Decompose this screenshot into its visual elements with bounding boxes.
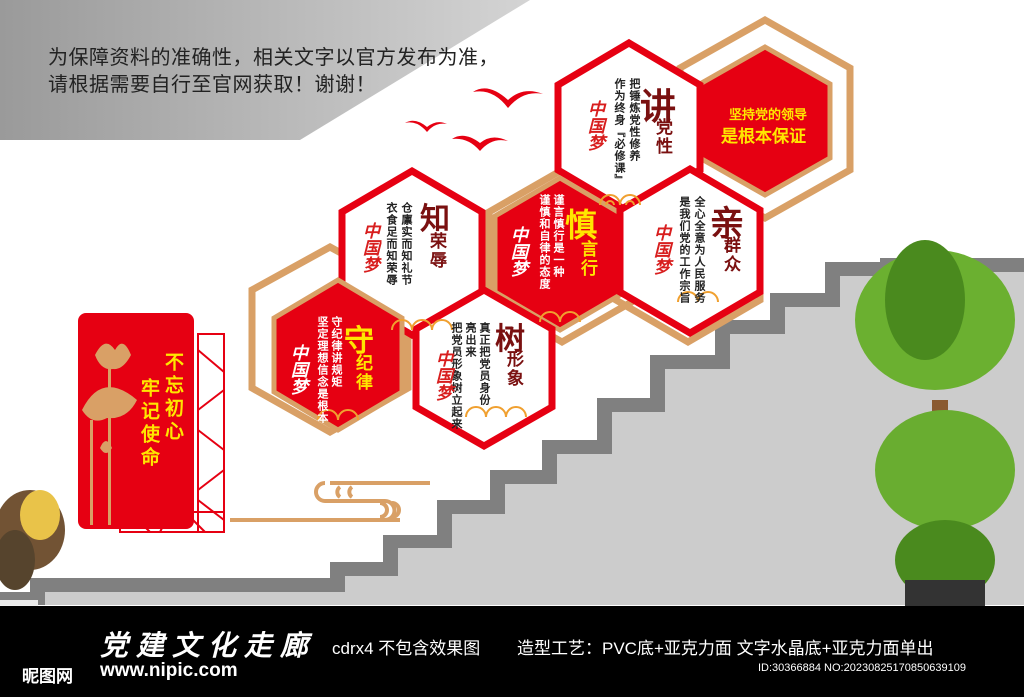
panel-big-char: 树 [495,322,525,357]
panel-text-2: 谨慎和自律的态度 [538,194,551,290]
china-dream-seal: 中国梦 [359,222,379,273]
panel-text-2: 衣食足而知荣辱 [385,202,398,286]
china-dream-seal: 中国梦 [287,344,307,395]
panel-text-2: 作为终身『必修课』 [613,78,626,186]
footer-title: 党建文化走廊 [100,629,317,662]
dracaena-plant [855,240,1015,620]
china-dream-seal: 中国梦 [584,100,604,151]
panel-text-3: 把党员形象树立起来 [450,322,463,430]
panel-big-char: 讲 [640,86,677,128]
birds-decoration [405,88,543,151]
panel-big-char: 亲 [710,204,744,244]
leader-line-2: 是根本保证 [721,127,806,147]
panel-subtitle: 党性 [652,118,672,156]
panel-text-1: 守纪律讲规矩 [330,316,343,388]
panel-subtitle: 纪律 [352,354,372,392]
watermark-logo: 昵图网 [22,667,73,686]
panel-subtitle: 群众 [720,236,740,274]
panel-big-char: 守 [344,324,374,359]
panel-subtitle: 言行 [577,240,597,278]
disclaimer-notice: 为保障资料的准确性，相关文字以官方发布为准， 请根据需要自行至官网获取！谢谢！ [48,44,499,98]
panel-text-1: 真正把党员身份 [478,322,491,406]
panel-text-1: 全心全意为人民服务 [693,196,706,304]
panel-text-2: 是我们党的工作宗旨 [678,196,691,304]
panel-text-2: 亮出来 [464,322,477,358]
panel-text-1: 仓廪实而知礼节 [400,202,413,286]
panel-big-char: 慎 [565,206,598,244]
gold-hex-top-right [676,15,854,223]
panel-text-2: 坚定理想信念是根本 [316,316,329,424]
footer-description: cdrx4 不包含效果图 [332,639,481,658]
footer-bar: 党建文化走廊 cdrx4 不包含效果图 造型工艺：PVC底+亚克力面 文字水晶底… [0,606,1024,697]
china-dream-seal: 中国梦 [650,224,670,275]
lotus-icon [82,343,137,525]
china-dream-seal: 中国梦 [507,226,527,277]
panel-text-1: 谨言慎行是一种 [552,194,565,278]
banner-line-1: 不忘初心 [162,352,184,444]
panel-subtitle: 荣辱 [426,232,446,270]
panel-text-1: 把锤炼党性修养 [628,78,641,162]
cloud-ornament [230,481,430,522]
notice-line-2: 请根据需要自行至官网获取！谢谢！ [48,72,376,96]
leader-line-1: 坚持党的领导 [729,108,808,123]
footer-craft-description: 造型工艺：PVC底+亚克力面 文字水晶底+亚克力面单出 [517,639,934,658]
panel-subtitle: 形象 [503,350,523,388]
image-id-label: ID:30366884 NO:20230825170850639109 [758,662,966,674]
panel-big-char: 知 [420,202,450,237]
china-dream-seal: 中国梦 [432,350,452,401]
wave-ornaments [317,194,719,421]
notice-line-1: 为保障资料的准确性，相关文字以官方发布为准， [48,45,499,69]
staircase-surface [45,272,1024,605]
watermark-url[interactable]: www.nipic.com [100,660,238,681]
banner-line-2: 牢记使命 [138,378,160,470]
